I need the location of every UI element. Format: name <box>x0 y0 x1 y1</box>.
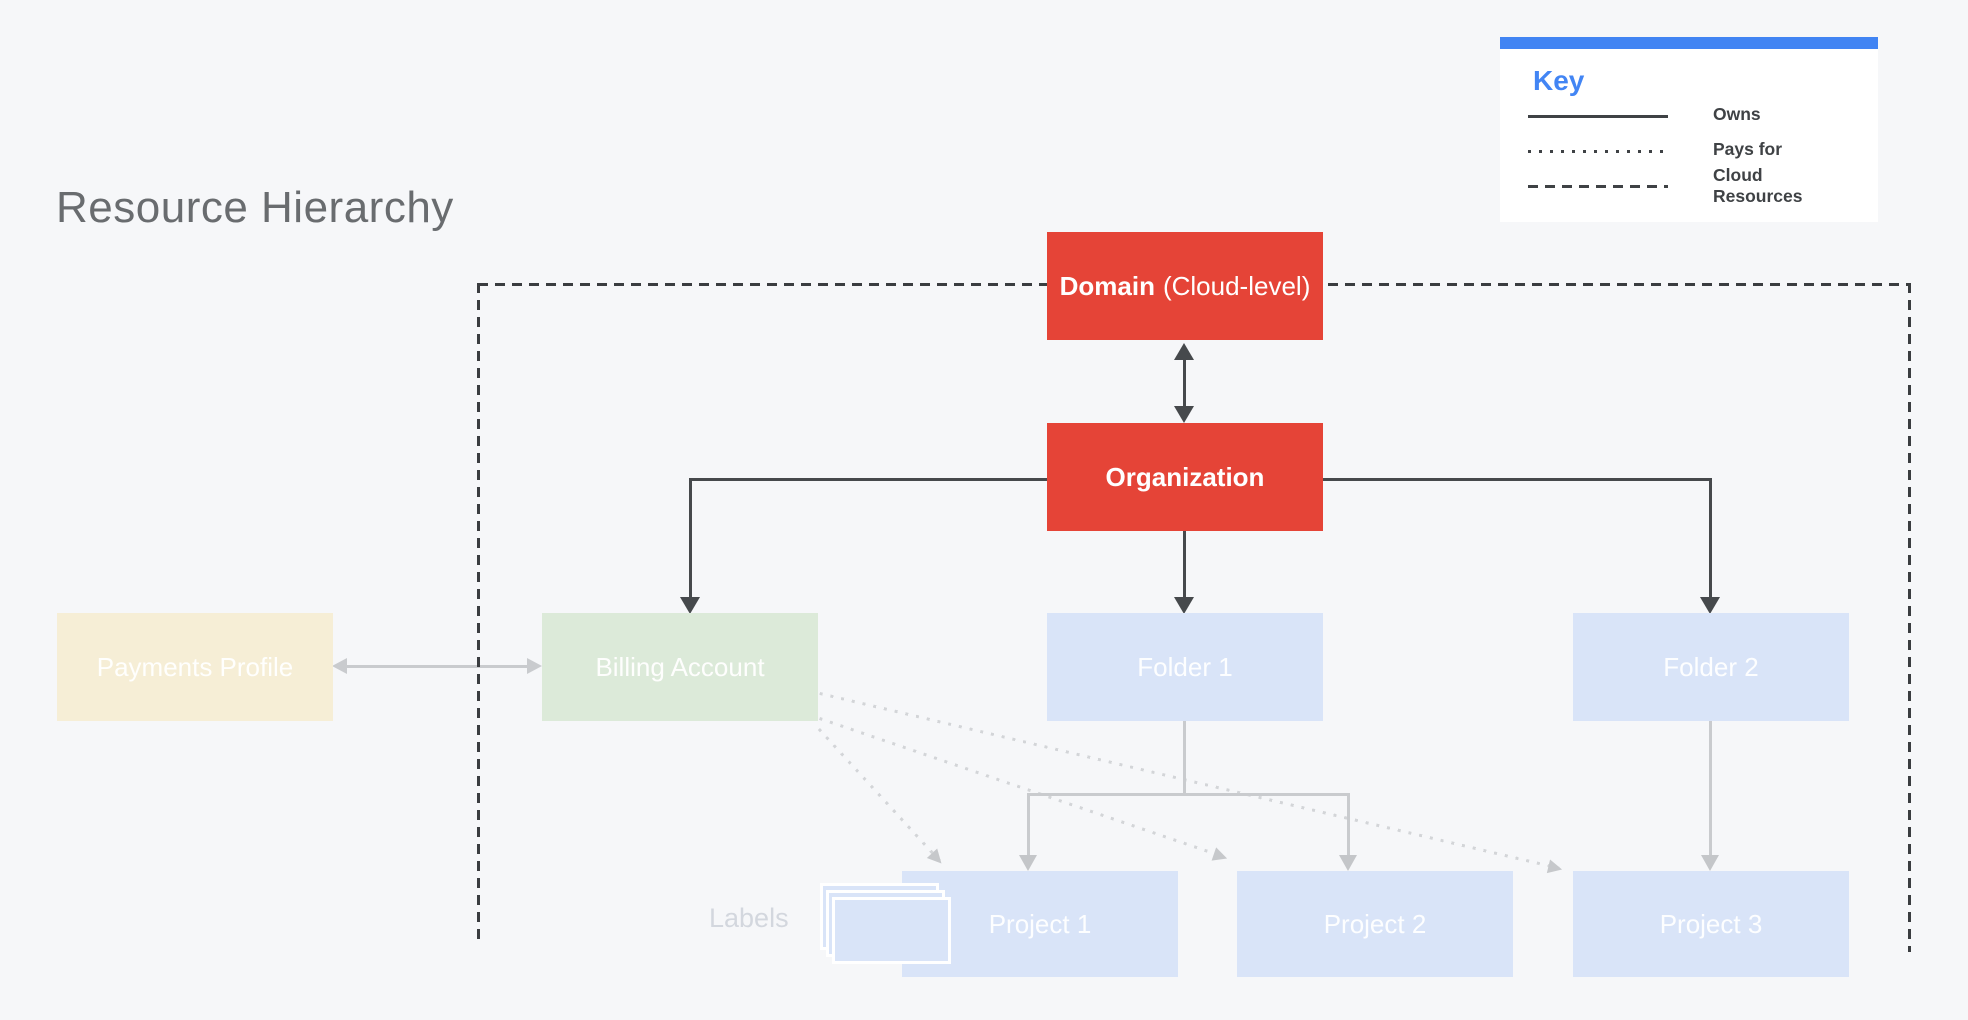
node-project-3: Project 3 <box>1573 871 1849 977</box>
cloud-boundary-left <box>477 283 480 941</box>
node-folder-2-label: Folder 2 <box>1663 651 1759 682</box>
node-domain-sublabel: (Cloud-level) <box>1162 270 1311 301</box>
node-project-3-label: Project 3 <box>1659 908 1763 939</box>
node-folder-1-label: Folder 1 <box>1137 651 1233 682</box>
arrowhead-icon <box>1211 846 1230 865</box>
arrowhead-icon <box>1174 406 1194 423</box>
edge-payments-billing <box>345 665 529 668</box>
node-domain-label: Domain <box>1059 270 1155 301</box>
node-project-2: Project 2 <box>1237 871 1513 977</box>
edge-org-folder2-h <box>1323 478 1712 481</box>
legend-key-panel: Key Owns Pays for Cloud Resources <box>1500 37 1878 222</box>
arrowhead-icon <box>1174 597 1194 614</box>
arrowhead-icon <box>1339 855 1357 871</box>
arrowhead-icon <box>1700 597 1720 614</box>
legend-label-cloud-resources: Cloud Resources <box>1713 165 1803 206</box>
edge-folder1-branch <box>1027 793 1350 796</box>
arrowhead-icon <box>1019 855 1037 871</box>
node-payments-profile-label: Payments Profile <box>96 651 294 682</box>
edge-domain-organization <box>1183 356 1186 408</box>
node-project-2-label: Project 2 <box>1323 908 1427 939</box>
edge-folder1-project2 <box>1347 793 1350 857</box>
pays-for-line-project1 <box>817 728 948 868</box>
node-billing-account: Billing Account <box>542 613 818 721</box>
node-folder-1: Folder 1 <box>1047 613 1323 721</box>
labels-stack-icon <box>820 883 954 965</box>
legend-dashed-line-sample <box>1528 185 1668 188</box>
arrowhead-icon <box>527 658 542 674</box>
node-organization-label: Organization <box>1105 461 1265 492</box>
labels-caption: Labels <box>709 903 789 933</box>
edge-org-folder1 <box>1183 531 1186 600</box>
legend-dotted-line-sample <box>1528 150 1668 153</box>
legend-label-pays-for: Pays for <box>1713 139 1783 159</box>
node-payments-profile: Payments Profile <box>57 613 333 721</box>
edge-org-folder2-v <box>1709 478 1712 600</box>
arrowhead-icon <box>1174 343 1194 360</box>
node-billing-account-label: Billing Account <box>595 651 765 682</box>
arrowhead-icon <box>927 848 948 868</box>
node-domain: Domain(Cloud-level) <box>1047 232 1323 340</box>
legend-title: Key <box>1533 65 1585 96</box>
edge-org-billing-h <box>689 478 1047 481</box>
page-title: Resource Hierarchy <box>56 183 454 232</box>
legend-solid-line-sample <box>1528 115 1668 118</box>
cloud-boundary-right <box>1908 283 1911 952</box>
edge-folder1-stem <box>1183 721 1186 795</box>
arrowhead-icon <box>332 658 347 674</box>
arrowhead-icon <box>1546 858 1564 876</box>
pays-for-line-project2 <box>819 717 1230 865</box>
arrowhead-icon <box>1701 855 1719 871</box>
edge-folder1-project1 <box>1027 793 1030 857</box>
label-card-icon <box>832 897 951 964</box>
node-project-1-label: Project 1 <box>988 908 1092 939</box>
edge-org-billing-v <box>689 478 692 600</box>
node-folder-2: Folder 2 <box>1573 613 1849 721</box>
arrowhead-icon <box>680 597 700 614</box>
edge-folder2-project3 <box>1709 721 1712 857</box>
legend-label-owns: Owns <box>1713 104 1761 124</box>
legend-accent-bar <box>1500 37 1878 49</box>
node-organization: Organization <box>1047 423 1323 531</box>
